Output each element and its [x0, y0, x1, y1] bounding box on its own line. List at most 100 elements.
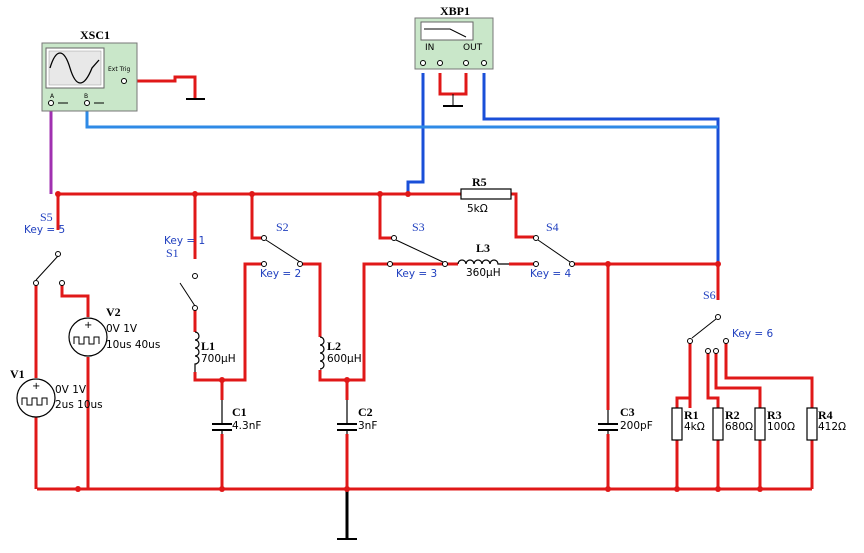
l1-ref-label: L1	[201, 339, 215, 353]
inductor-l3[interactable]: L3 360µH	[457, 241, 509, 279]
oscilloscope-xsc1[interactable]: XSC1 Ext Trig A B	[41, 28, 138, 112]
l3-left-to-l2-wire	[347, 262, 386, 382]
wires	[34, 73, 814, 538]
sine-wave-icon	[49, 52, 100, 84]
bode-screen	[420, 21, 474, 41]
c3-ref-label: C3	[620, 405, 635, 419]
bode-in-minus-pin[interactable]	[437, 60, 443, 66]
s6-ref-label: S6	[703, 288, 716, 302]
scope-ext-trig-wire	[130, 75, 197, 98]
lowpass-curve-icon	[424, 28, 467, 38]
junction-dot	[757, 486, 763, 492]
capacitor-c1[interactable]: C1 4.3nF	[212, 400, 261, 434]
switch-s4[interactable]: S4 Key = 4	[530, 220, 575, 280]
r4-value-label: 412Ω	[818, 421, 846, 433]
v1-line2: 2us 10us	[55, 399, 103, 411]
junction-dot	[605, 486, 611, 492]
v2-ref-label: V2	[106, 305, 121, 319]
svg-text:+: +	[32, 381, 40, 392]
inductor-l2[interactable]: L2 600µH	[319, 336, 362, 370]
resistor-r2[interactable]: R2 680Ω	[712, 407, 753, 441]
bode-plotter-xbp1[interactable]: XBP1 IN OUT	[414, 4, 494, 70]
resistor-body-icon	[806, 407, 818, 441]
capacitor-c3[interactable]: C3 200pF	[598, 405, 653, 434]
resistor-r4[interactable]: R4 412Ω	[806, 407, 846, 441]
junction-dot	[715, 261, 721, 267]
r1-ref-label: R1	[684, 408, 699, 422]
capacitor-c2[interactable]: C2 3nF	[337, 400, 377, 434]
s2-top-wire	[250, 194, 262, 240]
bode-ground-wire	[438, 73, 468, 96]
switch-s3[interactable]: S3 Key = 3	[387, 220, 448, 280]
l1-bottom-wire	[193, 372, 224, 400]
junction-dot	[715, 486, 721, 492]
s5-to-v2-wire	[60, 283, 90, 317]
junction-dot	[674, 486, 680, 492]
scope-b-wire	[85, 109, 718, 129]
bode-out-minus-pin[interactable]	[481, 60, 487, 66]
junction-dot	[219, 377, 225, 383]
junction-dot	[75, 486, 81, 492]
switch-s1[interactable]: Key = 1 S1	[164, 235, 205, 311]
v1-ref-label: V1	[10, 367, 25, 381]
bode-in-plus-pin[interactable]	[420, 60, 426, 66]
coil-icon	[457, 259, 509, 265]
r3-ref-label: R3	[767, 408, 782, 422]
s4-ref-label: S4	[546, 220, 559, 234]
v2-line1: 0V 1V	[106, 323, 138, 335]
s2-right-wire	[300, 262, 322, 337]
scope-ch-b-label: B	[84, 93, 88, 100]
switch-s2[interactable]: S2 Key = 2	[260, 220, 303, 280]
s3-ref-label: S3	[412, 220, 425, 234]
c2-value-label: 3nF	[358, 420, 377, 432]
scope-ch-b-pin[interactable]	[84, 100, 90, 106]
r5-ref-label: R5	[472, 175, 487, 189]
svg-text:+: +	[84, 320, 92, 331]
scope-ch-a-pin[interactable]	[48, 100, 54, 106]
scope-ext-trig-pin[interactable]	[121, 78, 127, 84]
c1-value-label: 4.3nF	[232, 420, 261, 432]
c3-value-label: 200pF	[620, 420, 653, 432]
r4-wire	[724, 342, 814, 408]
junction-dot	[605, 261, 611, 267]
switch-s6[interactable]: S6 Key = 6	[687, 288, 774, 354]
s3-wire	[378, 194, 392, 240]
junction-dot	[405, 191, 411, 197]
l3-ref-label: L3	[476, 241, 490, 255]
bode-in-wire	[406, 73, 425, 194]
resistor-r3[interactable]: R3 100Ω	[754, 407, 795, 441]
junction-dot	[55, 191, 61, 197]
junctions	[55, 191, 763, 492]
s2-left-to-l1-wire	[222, 262, 262, 382]
s5-key-label: Key = 5	[24, 224, 65, 236]
source-v1[interactable]: + V1 0V 1V 2us 10us	[10, 367, 103, 418]
junction-dot	[249, 191, 255, 197]
scope-ch-a-label: A	[50, 93, 55, 100]
r2-value-label: 680Ω	[725, 421, 753, 433]
r1-value-label: 4kΩ	[684, 421, 705, 433]
resistor-r1[interactable]: R1 4kΩ	[671, 407, 705, 441]
r3-value-label: 100Ω	[767, 421, 795, 433]
r2-ref-label: R2	[725, 408, 740, 422]
coil-icon	[319, 336, 325, 370]
resistor-r5[interactable]: R5 5kΩ	[460, 175, 512, 215]
s6-key-label: Key = 6	[732, 328, 774, 340]
l2-ref-label: L2	[327, 339, 341, 353]
inductor-l1[interactable]: L1 700µH	[194, 331, 236, 372]
r4-ref-label: R4	[818, 408, 833, 422]
source-v2[interactable]: + V2 0V 1V 10us 40us	[68, 305, 160, 357]
bode-out-plus-pin[interactable]	[463, 60, 469, 66]
resistor-body-icon	[671, 407, 683, 441]
s1-ref-label: S1	[166, 246, 179, 260]
bode-ref-label: XBP1	[440, 4, 470, 18]
resistor-body-icon	[754, 407, 766, 441]
junction-dot	[219, 486, 225, 492]
junction-dot	[344, 486, 350, 492]
s1-key-label: Key = 1	[164, 235, 205, 247]
junction-dot	[344, 377, 350, 383]
r5-right-wire	[511, 192, 534, 239]
r1-top-wire	[675, 396, 692, 408]
resistor-body-icon	[712, 407, 724, 441]
switch-s5[interactable]: S5 Key = 5	[24, 210, 65, 286]
